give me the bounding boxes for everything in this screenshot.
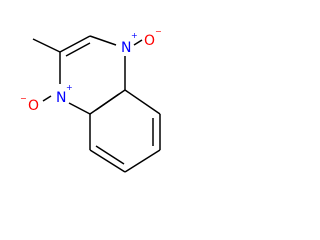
chemical-structure: N + O − N + O − [20, 27, 162, 173]
atom-o1-charge: − [20, 94, 27, 103]
atom-n1-charge: + [66, 83, 73, 92]
bond-c3-n4 [89, 35, 117, 46]
bond-c8a-c4a-inner [95, 93, 120, 111]
bond-group [32, 35, 161, 173]
atom-n4-label: N [121, 40, 131, 56]
bond-n1-c8a [68, 102, 91, 115]
bond-methyl-c2 [32, 38, 61, 53]
bond-c7-c8 [89, 149, 126, 173]
atom-labels: N + O − N + O − [20, 27, 162, 114]
atom-n4-charge: + [131, 31, 138, 40]
atom-o4-charge: − [155, 27, 162, 36]
atom-o1-label: O [28, 98, 39, 114]
bond-n1-o [42, 95, 52, 102]
bond-c2-c3 [59, 35, 91, 53]
atom-n1-label: N [56, 90, 66, 106]
bond-c6-c7 [124, 149, 161, 173]
bond-n4-o [133, 39, 143, 46]
atom-o4-label: O [144, 33, 155, 49]
bond-c7-c8-inner [95, 145, 125, 165]
bond-c4a-c5 [124, 89, 161, 115]
bond-c2-c3-inner [65, 42, 91, 57]
